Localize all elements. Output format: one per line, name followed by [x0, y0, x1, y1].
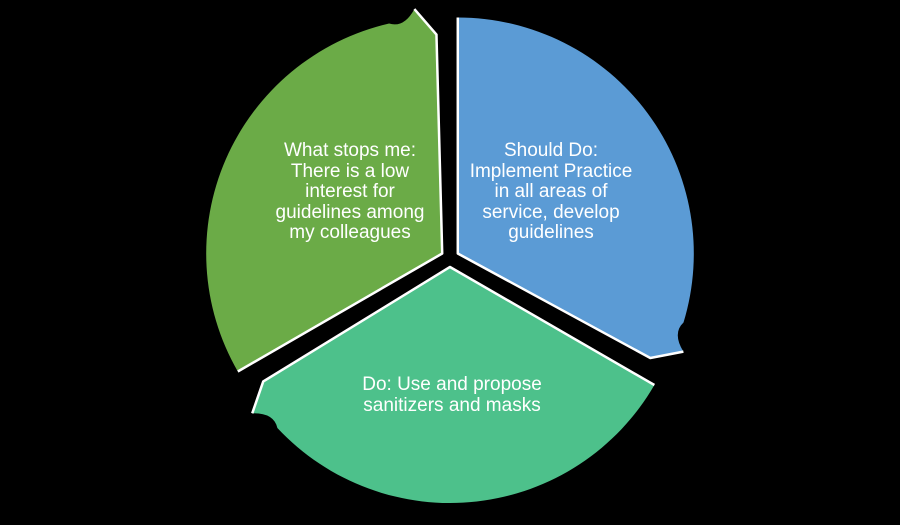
segment-label-should-do: Should Do: Implement Practice in all are… [469, 140, 633, 243]
segment-label-do: Do: Use and propose sanitizers and masks [362, 374, 542, 416]
wedge-should-do [457, 17, 694, 358]
wedge-do [252, 266, 655, 503]
wedge-edge-what-stops-me [237, 8, 444, 373]
segment-what-stops-me [206, 8, 444, 373]
segment-label-what-stops-me: What stops me: There is a low interest f… [275, 140, 425, 243]
wedge-what-stops-me [206, 9, 443, 372]
wedge-edge-do [251, 265, 656, 414]
segment-should-do [456, 17, 694, 360]
wedge-edge-should-do [456, 17, 684, 360]
segment-do [251, 265, 656, 503]
